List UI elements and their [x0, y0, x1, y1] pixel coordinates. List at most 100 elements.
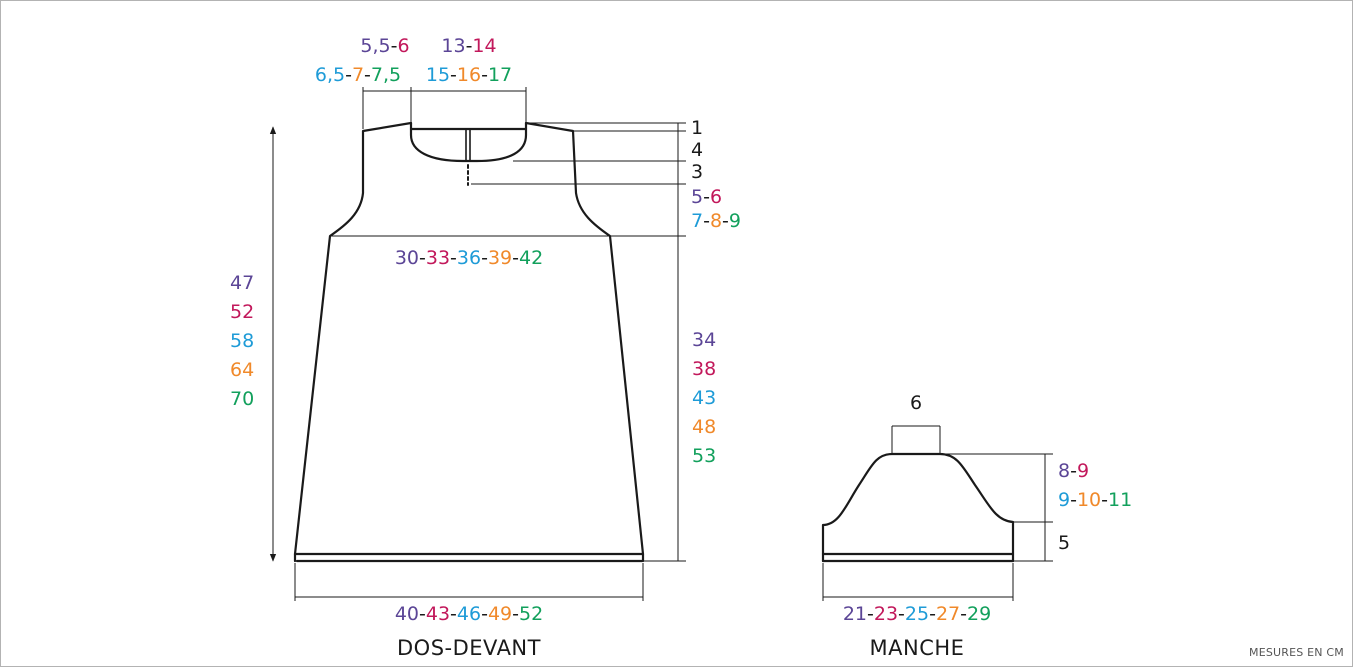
label-run: 1 [691, 117, 703, 139]
label-run: 34 [692, 329, 716, 351]
label-run: - [450, 247, 457, 269]
armhole-small-label: 5-6 [691, 186, 722, 208]
label-run: 17 [488, 64, 512, 86]
sleeve-width-label: 21-23-25-27-29 [843, 603, 991, 625]
label-run: 36 [457, 247, 481, 269]
label-run: - [867, 603, 874, 625]
label-run: 23 [874, 603, 898, 625]
label-run: 7 [352, 64, 364, 86]
label-run: 42 [519, 247, 543, 269]
label-run: 7,5 [371, 64, 401, 86]
label-run: 27 [936, 603, 960, 625]
label-run: - [703, 186, 710, 208]
label-run: 46 [457, 603, 481, 625]
label-run: 33 [426, 247, 450, 269]
neck-depth-label: 4 [691, 139, 703, 161]
sleeve-shape [821, 452, 1015, 556]
label-run: 40 [395, 603, 419, 625]
label-run: 7 [691, 210, 703, 232]
sleeve-dimension-lines [822, 425, 1053, 601]
label-run: - [722, 210, 729, 232]
label-run: 9 [1058, 489, 1070, 511]
body-labels: 5,5-6 6,5-7-7,5 13-14 15-16-17 1 4 3 5-6… [230, 35, 741, 660]
label-run: 25 [905, 603, 929, 625]
label-run: 64 [230, 359, 254, 381]
label-run: - [481, 247, 488, 269]
sleeve-labels: 6 8-9 9-10-11 5 21-23-25-27-29 MANCHE [843, 392, 1132, 660]
unit-note: MESURES EN CM [1249, 646, 1344, 659]
label-run: 6,5 [315, 64, 345, 86]
label-run: 52 [519, 603, 543, 625]
slit-depth-label: 3 [691, 161, 703, 183]
label-run: 39 [488, 247, 512, 269]
label-run: 21 [843, 603, 867, 625]
label-run: - [898, 603, 905, 625]
armhole-large-label: 7-8-9 [691, 210, 741, 232]
label-run: 6 [910, 392, 922, 414]
label-run: - [391, 35, 398, 57]
label-run: 30 [395, 247, 419, 269]
label-run: 5 [691, 186, 703, 208]
label-run: 13 [441, 35, 465, 57]
sleeve-piece-title: MANCHE [870, 636, 965, 660]
sleeve-cap-small-label: 8-9 [1058, 460, 1089, 482]
sleeve-piece-outline [821, 452, 1015, 563]
hem-width-label: 40-43-46-49-52 [395, 603, 543, 625]
label-run: - [466, 35, 473, 57]
label-run: - [1101, 489, 1108, 511]
label-run: - [929, 603, 936, 625]
label-run: 3 [691, 161, 703, 183]
label-run: 38 [692, 358, 716, 380]
label-run: - [419, 247, 426, 269]
neck-width-large-label: 15-16-17 [426, 64, 512, 86]
body-shape [293, 121, 645, 556]
label-run: 14 [472, 35, 496, 57]
label-run: - [1070, 460, 1077, 482]
hem-bottom [293, 552, 645, 563]
shoulder-width-label: 5,5-6 [360, 35, 409, 57]
label-run: - [512, 247, 519, 269]
label-run: 5 [1058, 532, 1070, 554]
label-run: - [703, 210, 710, 232]
label-run: - [364, 64, 371, 86]
label-run: 16 [457, 64, 481, 86]
label-run: 47 [230, 272, 254, 294]
label-run: - [450, 64, 457, 86]
sleeve-lower-height-label: 5 [1058, 532, 1070, 554]
label-run: - [1070, 489, 1077, 511]
label-run: - [512, 603, 519, 625]
body-piece-outline [293, 121, 645, 563]
label-run: 6 [710, 186, 722, 208]
label-run: - [419, 603, 426, 625]
label-run: 29 [967, 603, 991, 625]
label-run: 70 [230, 388, 254, 410]
chest-width-label: 30-33-36-39-42 [395, 247, 543, 269]
shoulder-width-large-label: 6,5-7-7,5 [315, 64, 401, 86]
label-run: 53 [692, 445, 716, 467]
label-run: 9 [729, 210, 741, 232]
label-run: - [481, 603, 488, 625]
sleeve-band-sides [821, 552, 1015, 563]
label-run: - [450, 603, 457, 625]
body-piece-title: DOS-DEVANT [397, 636, 541, 660]
label-run: 43 [426, 603, 450, 625]
label-run: 48 [692, 416, 716, 438]
label-run: 6 [397, 35, 409, 57]
label-run: 4 [691, 139, 703, 161]
label-run: 8 [710, 210, 722, 232]
shoulder-slope-label: 1 [691, 117, 703, 139]
label-run: - [960, 603, 967, 625]
label-run: - [481, 64, 488, 86]
sleeve-cap-large-label: 9-10-11 [1058, 489, 1132, 511]
label-run: 43 [692, 387, 716, 409]
label-run: 8 [1058, 460, 1070, 482]
sleeve-top-width-label: 6 [910, 392, 922, 414]
label-run: - [345, 64, 352, 86]
label-run: 9 [1077, 460, 1089, 482]
label-run: 11 [1108, 489, 1132, 511]
body-dimension-lines [269, 87, 686, 601]
body-length-label: 34 38 43 48 53 [692, 329, 716, 467]
